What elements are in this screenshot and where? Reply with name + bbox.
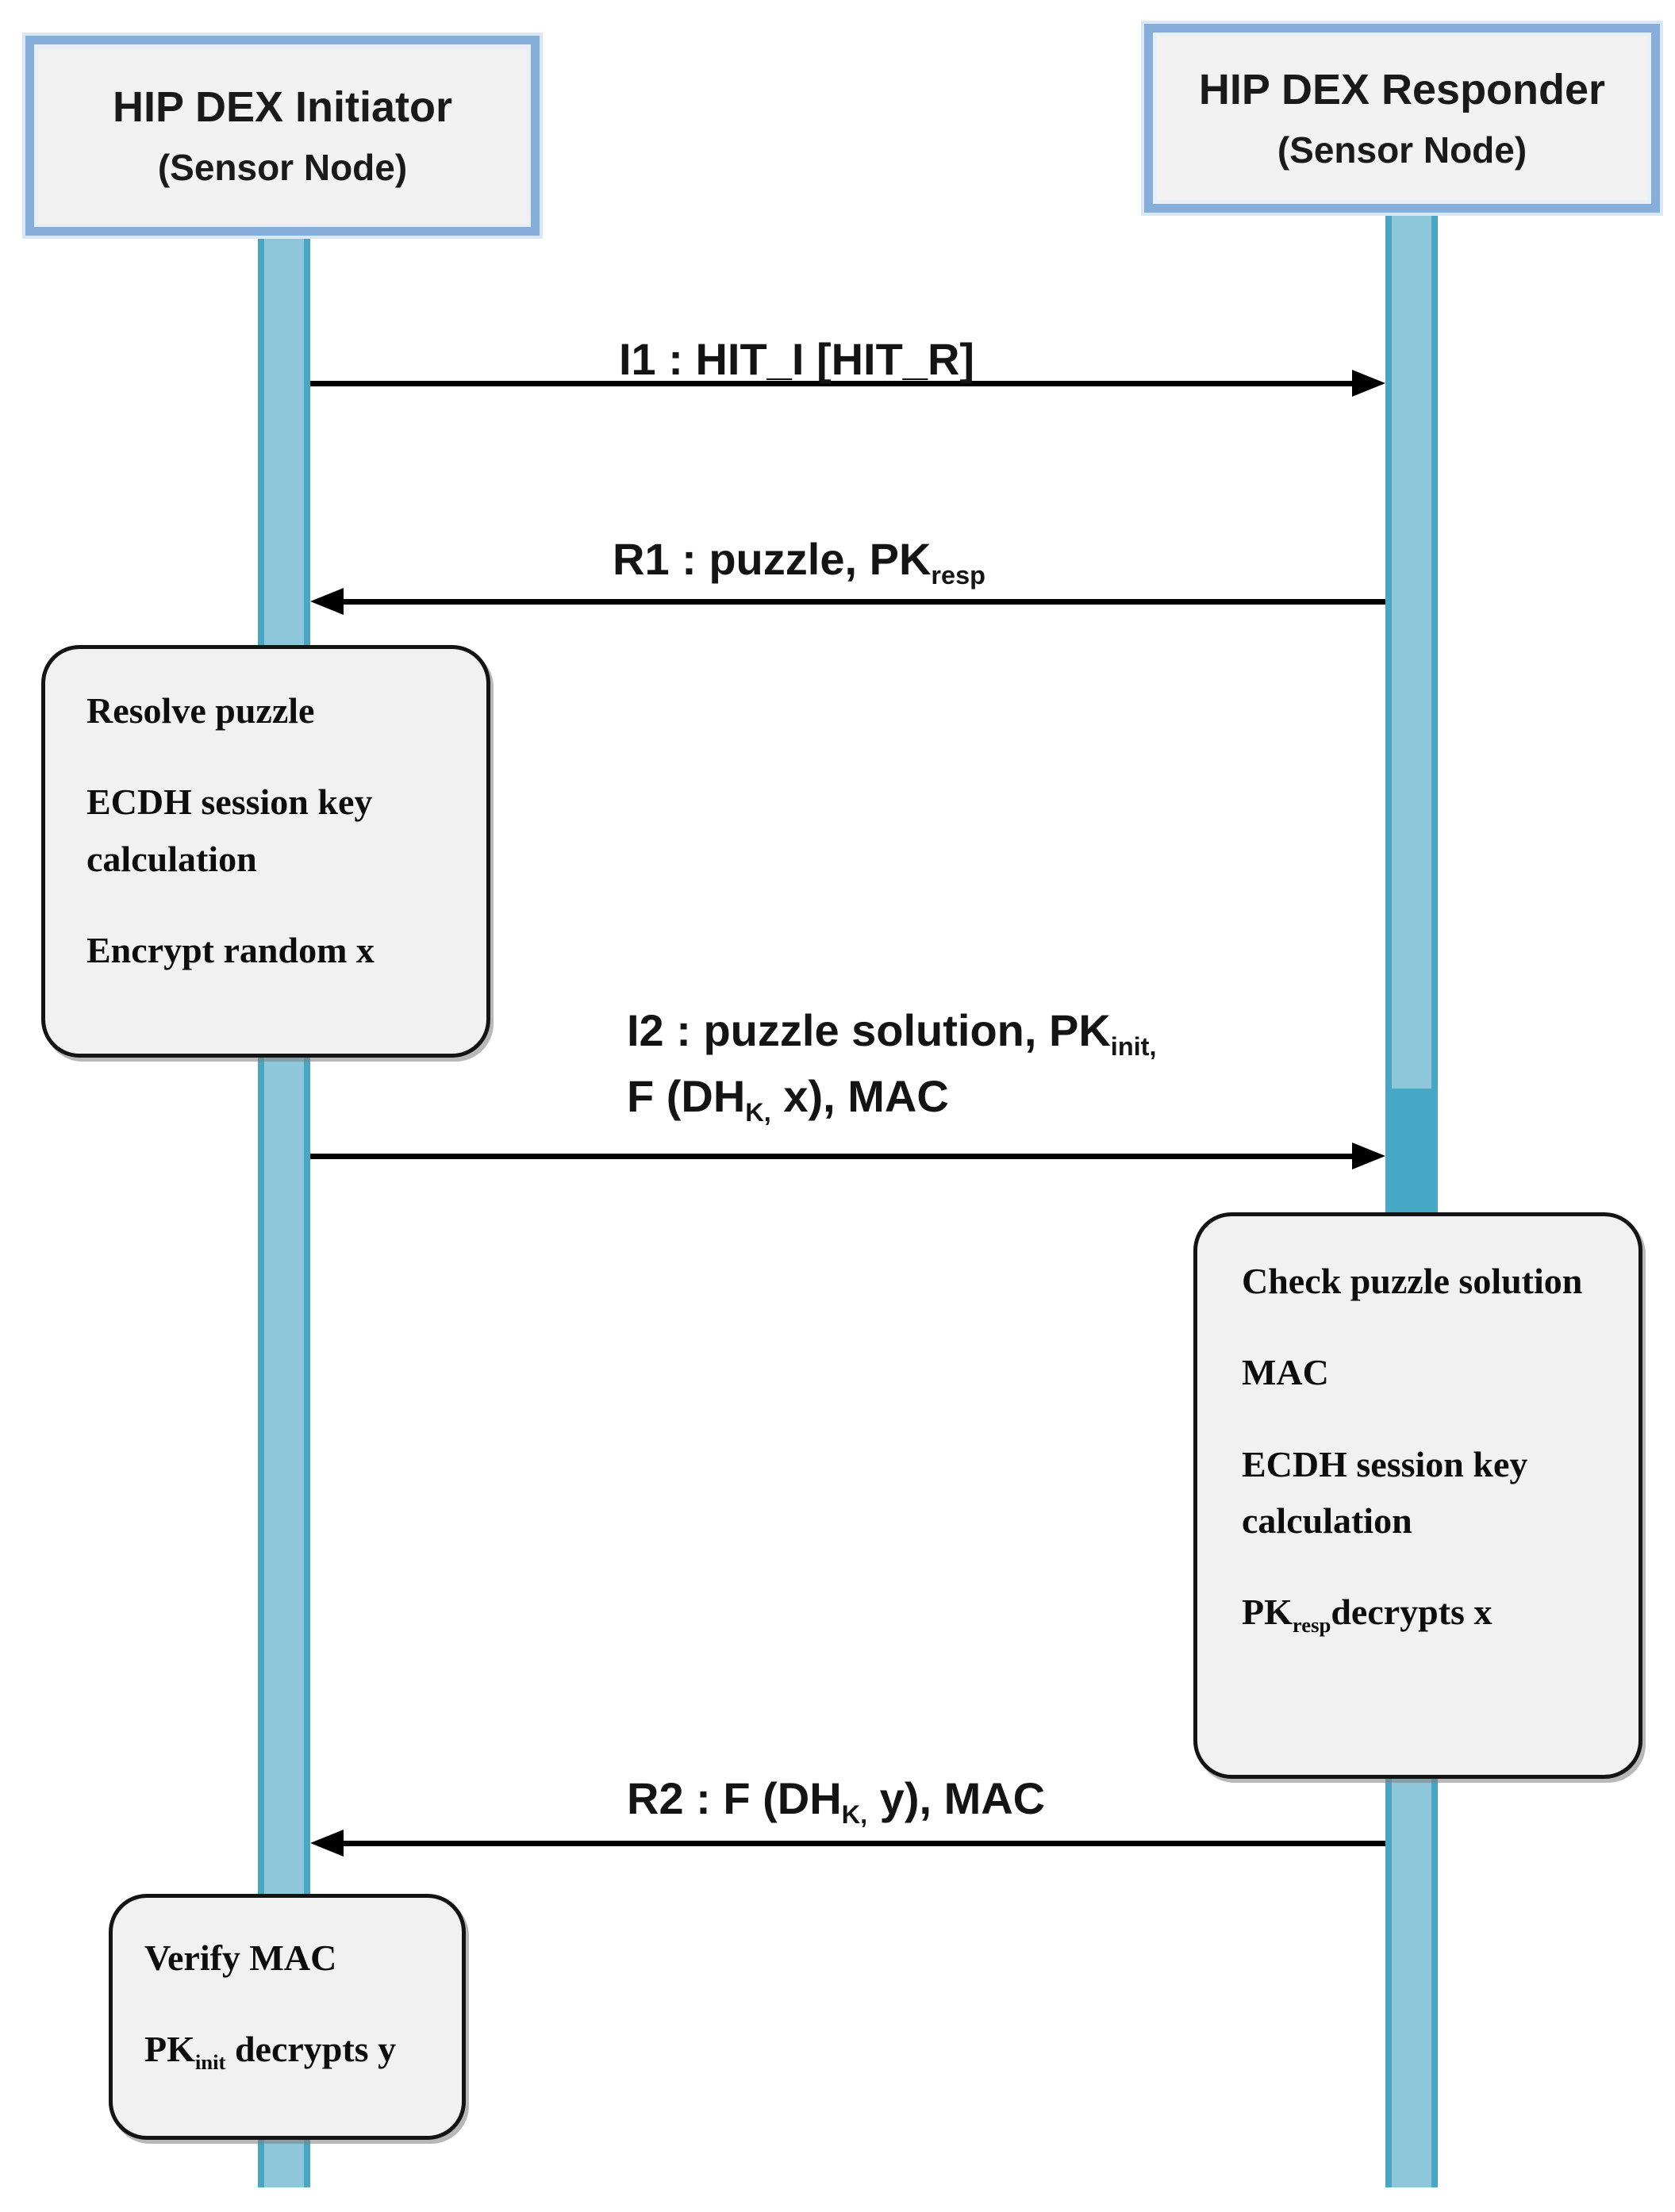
note-line: MAC — [1242, 1352, 1329, 1393]
note-line: Check puzzle solution — [1242, 1261, 1583, 1301]
initiator-subtitle: (Sensor Node) — [157, 147, 408, 188]
note-line: ECDH session key calculation — [1242, 1443, 1528, 1541]
note-line: PKinit decrypts y — [144, 2029, 397, 2075]
responder-title: HIP DEX Responder — [1198, 66, 1606, 113]
message-r2-label: R2 : F (DHK, y), MAC — [627, 1773, 1046, 1830]
note-line: ECDH session key calculation — [86, 781, 373, 879]
message-i1-label: I1 : HIT_I [HIT_R] — [619, 334, 975, 384]
arrowhead-left-icon — [310, 588, 344, 615]
participant-initiator: HIP DEX Initiator (Sensor Node) — [25, 36, 540, 236]
note-initiator-resolve-puzzle: Resolve puzzle ECDH session key calculat… — [41, 645, 490, 1058]
note-line: Resolve puzzle — [86, 690, 315, 731]
note-initiator-verify-mac: Verify MAC PKinit decrypts y — [109, 1894, 466, 2140]
message-i1-line — [310, 381, 1352, 386]
message-r1-line — [344, 599, 1385, 605]
arrowhead-right-icon — [1352, 1142, 1385, 1169]
message-i2-line — [310, 1154, 1352, 1159]
arrowhead-right-icon — [1352, 370, 1385, 397]
message-r1-label: R1 : puzzle, PKresp — [613, 534, 985, 590]
responder-subtitle: (Sensor Node) — [1277, 129, 1527, 171]
participant-responder: HIP DEX Responder (Sensor Node) — [1144, 24, 1660, 213]
message-i2-label-line1: I2 : puzzle solution, PKinit, — [627, 1005, 1157, 1062]
responder-activation-bar — [1385, 1089, 1438, 1214]
initiator-lifeline — [258, 230, 310, 2187]
message-i2-label: I2 : puzzle solution, PKinit, F (DHK, x)… — [627, 998, 1157, 1130]
note-line: Encrypt random x — [86, 929, 375, 970]
note-line: Verify MAC — [144, 1937, 337, 1978]
message-i2-label-line2: F (DHK, x), MAC — [627, 1070, 949, 1127]
arrowhead-left-icon — [310, 1830, 344, 1857]
initiator-title: HIP DEX Initiator — [112, 83, 453, 131]
note-responder-check-puzzle: Check puzzle solution MAC ECDH session k… — [1193, 1212, 1642, 1779]
message-r2-line — [344, 1841, 1385, 1846]
note-line: PKrespdecrypts x — [1242, 1592, 1493, 1638]
